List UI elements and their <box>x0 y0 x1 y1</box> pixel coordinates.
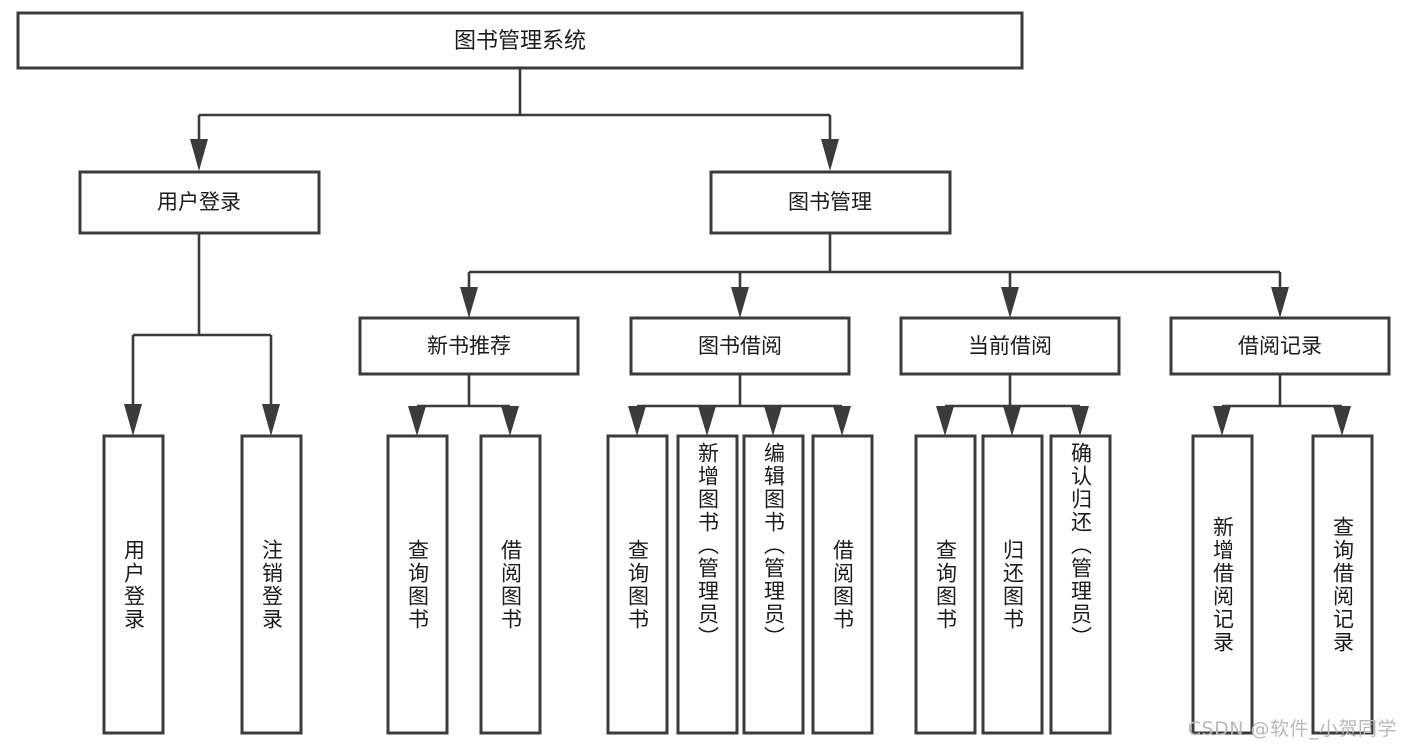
user-login-label: 用户登录 <box>157 190 241 214</box>
arrow-to-leaf-borrow-book-a <box>501 406 519 436</box>
leaf-box-return-book[interactable] <box>981 434 1044 735</box>
node-root[interactable]: 图书管理系统 <box>16 11 1024 70</box>
arrow-to-leaf-query-book-b <box>628 406 646 436</box>
leaf-box-query-book-b[interactable] <box>606 434 669 735</box>
borrow-record-label: 借阅记录 <box>1238 334 1322 358</box>
arrow-to-book-mgmt <box>821 139 839 171</box>
arrow-to-leaf-confirm-return <box>1071 406 1089 436</box>
arrow-to-leaf-add-book <box>698 406 716 436</box>
node-new-book-recommend[interactable]: 新书推荐 <box>358 316 580 376</box>
leaf-box-query-book-c[interactable] <box>914 434 977 735</box>
arrow-to-leaf-borrow-book-b <box>833 406 851 436</box>
edge-group-user-login-to-leaves <box>124 233 280 436</box>
arrow-to-book-borrow <box>731 287 749 318</box>
arrow-to-leaf-edit-book <box>764 406 782 436</box>
edge-group-root-to-level2 <box>190 68 839 171</box>
leaf-box-add-record[interactable] <box>1191 434 1254 735</box>
edge-group-current-borrow-to-leaves <box>936 374 1089 436</box>
leaf-box-borrow-book-a[interactable] <box>479 434 542 735</box>
arrow-to-leaf-user-login <box>124 404 142 436</box>
arrow-to-leaf-logout <box>262 404 280 436</box>
edge-group-book-mgmt-to-level3 <box>460 233 1289 318</box>
book-borrow-label: 图书借阅 <box>698 334 782 358</box>
edge-group-borrow-record-to-leaves <box>1213 374 1351 436</box>
leaf-boxes <box>102 434 1374 735</box>
user-login-box[interactable] <box>78 170 321 235</box>
book-management-label: 图书管理 <box>788 190 872 214</box>
node-book-management[interactable]: 图书管理 <box>709 170 952 235</box>
arrow-to-current-borrow <box>1001 287 1019 318</box>
current-borrow-label: 当前借阅 <box>968 334 1052 358</box>
watermark-text: CSDN @软件_小贺同学 <box>1187 718 1397 740</box>
leaf-box-user-login[interactable] <box>102 434 165 735</box>
node-current-borrow[interactable]: 当前借阅 <box>899 316 1121 376</box>
arrow-to-borrow-record <box>1271 287 1289 318</box>
leaf-box-add-book[interactable] <box>676 434 739 735</box>
arrow-to-new-book-recommend <box>460 287 478 318</box>
new-book-recommend-label: 新书推荐 <box>427 334 511 358</box>
arrow-to-leaf-query-record <box>1333 406 1351 436</box>
arrow-to-leaf-add-record <box>1213 406 1231 436</box>
node-book-borrow[interactable]: 图书借阅 <box>629 316 851 376</box>
node-borrow-record[interactable]: 借阅记录 <box>1169 316 1391 376</box>
leaf-box-edit-book[interactable] <box>742 434 805 735</box>
root-box[interactable] <box>16 11 1024 70</box>
node-user-login[interactable]: 用户登录 <box>78 170 321 235</box>
leaf-box-query-record[interactable] <box>1311 434 1374 735</box>
leaf-box-confirm-return[interactable] <box>1049 434 1112 735</box>
arrow-to-user-login <box>190 139 208 171</box>
edge-group-new-book-recommend-to-leaves <box>408 374 519 436</box>
current-borrow-box[interactable] <box>899 316 1121 376</box>
book-management-box[interactable] <box>709 170 952 235</box>
arrow-to-leaf-return-book <box>1003 406 1021 436</box>
arrow-to-leaf-query-book-c <box>936 406 954 436</box>
book-borrow-box[interactable] <box>629 316 851 376</box>
leaf-box-query-book-a[interactable] <box>386 434 449 735</box>
borrow-record-box[interactable] <box>1169 316 1391 376</box>
new-book-recommend-box[interactable] <box>358 316 580 376</box>
leaf-box-borrow-book-b[interactable] <box>811 434 874 735</box>
arrow-to-leaf-query-book-a <box>408 406 426 436</box>
leaf-box-logout[interactable] <box>240 434 303 735</box>
edge-group-book-borrow-to-leaves <box>628 374 851 436</box>
root-label: 图书管理系统 <box>454 29 586 54</box>
